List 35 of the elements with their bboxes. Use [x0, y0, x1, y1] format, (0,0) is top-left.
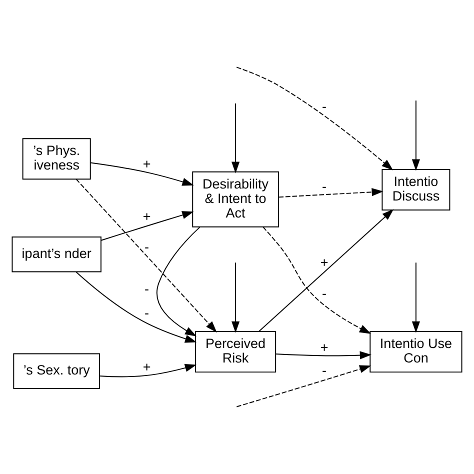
arrow [262, 226, 372, 334]
arrow [276, 351, 372, 360]
arrow [258, 209, 394, 332]
edge-label: + [142, 156, 151, 172]
edge-label: + [142, 208, 151, 224]
edge-label: - [322, 178, 327, 194]
node-box: Intentio Discuss [382, 168, 450, 210]
edge-label: - [144, 305, 150, 320]
arrow [232, 102, 240, 174]
node-box: ipant’s nder [12, 236, 102, 272]
edge-label: + [142, 359, 151, 374]
node-box: ’s Phys. iveness [22, 138, 91, 180]
arrow [236, 365, 372, 408]
arrow [278, 188, 384, 198]
edge-label: + [320, 340, 328, 355]
arrow [90, 162, 194, 186]
arrow [76, 178, 217, 333]
edge-label: - [322, 98, 327, 114]
edge-label: + [320, 255, 328, 270]
edge-label: - [144, 282, 150, 297]
edge-label: - [322, 286, 327, 301]
arrow [236, 66, 394, 170]
node-box: Desirability & Intent to Act [192, 171, 279, 228]
arrow [99, 364, 197, 378]
arrow [156, 226, 200, 336]
arrow [100, 211, 194, 241]
node-box: Perceived Risk [195, 331, 276, 373]
node-box: Intentio Use Con [370, 331, 462, 373]
arrow [76, 272, 197, 343]
node-box: ’s Sex. tory [13, 353, 100, 389]
arrow [232, 262, 240, 333]
arrow [412, 100, 420, 171]
edge-label: - [144, 240, 150, 255]
arrow [412, 262, 420, 333]
edge-label: - [322, 363, 327, 378]
